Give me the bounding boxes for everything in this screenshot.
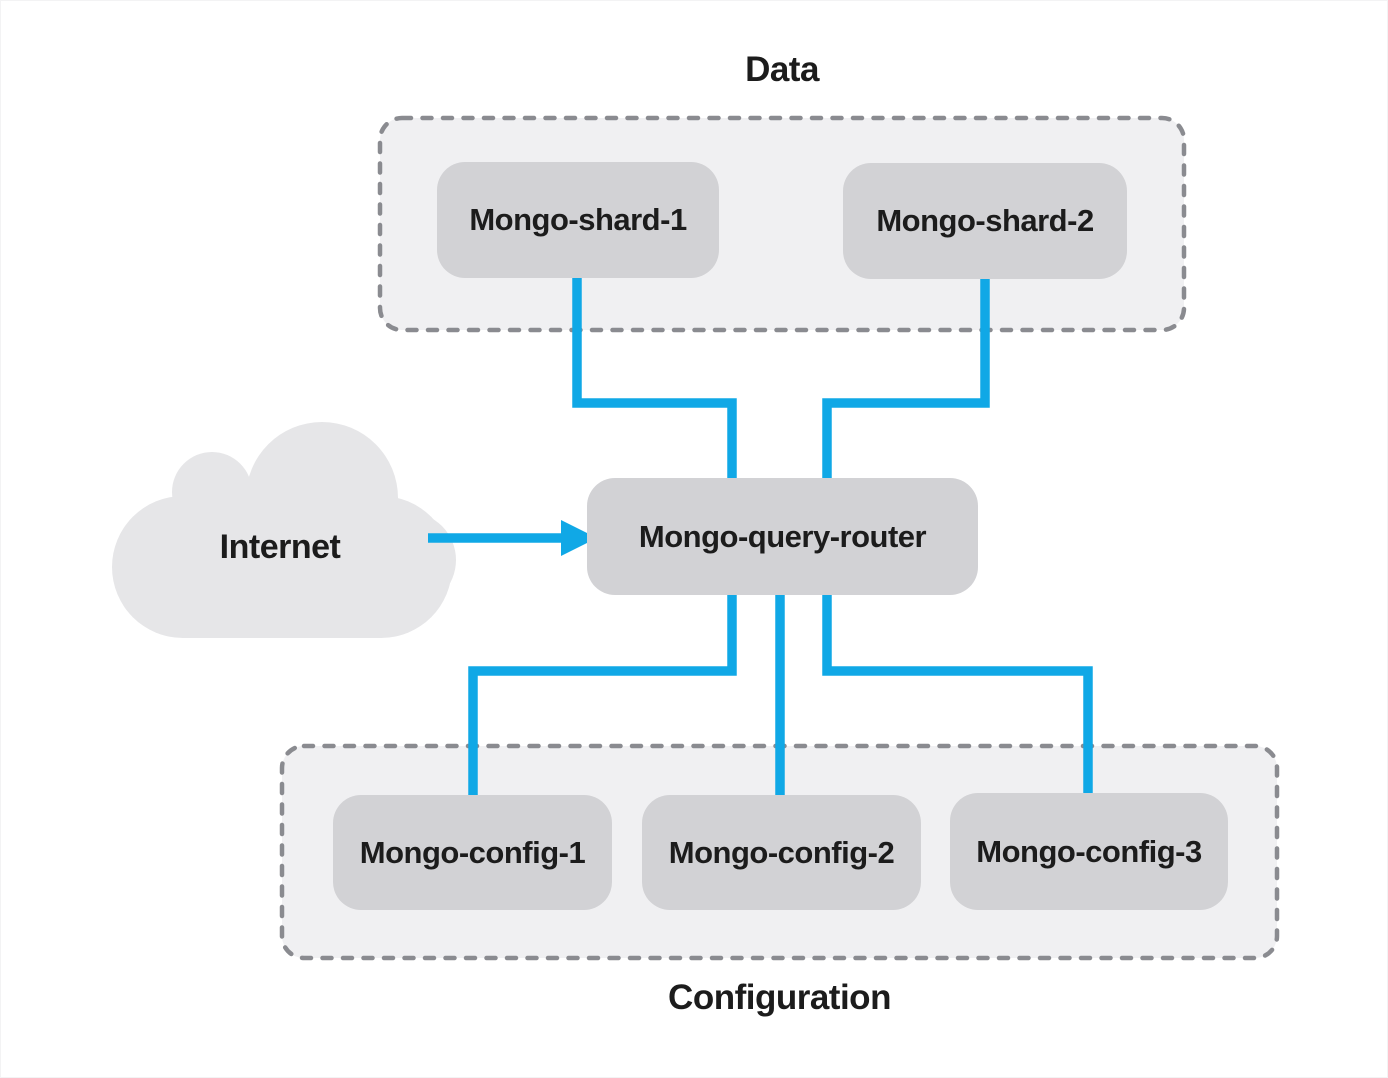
connector-router-config3 <box>822 593 1093 795</box>
connector-router-config1 <box>468 593 737 797</box>
node-mongo-config-1: Mongo-config-1 <box>333 795 612 910</box>
internet-cloud-icon <box>112 422 456 638</box>
node-mongo-config-3: Mongo-config-3 <box>950 793 1228 910</box>
node-mongo-shard-2: Mongo-shard-2 <box>843 163 1127 279</box>
internet-to-router-arrow <box>428 520 597 556</box>
node-mongo-shard-1: Mongo-shard-1 <box>437 162 719 278</box>
node-mongo-query-router: Mongo-query-router <box>587 478 978 595</box>
connector-shard1-router <box>572 276 737 480</box>
internet-label: Internet <box>219 528 341 566</box>
node-mongo-config-2: Mongo-config-2 <box>642 795 921 910</box>
data-group-label: Data <box>745 50 819 89</box>
connector-shard2-router <box>822 277 990 480</box>
configuration-group-label: Configuration <box>668 978 891 1017</box>
